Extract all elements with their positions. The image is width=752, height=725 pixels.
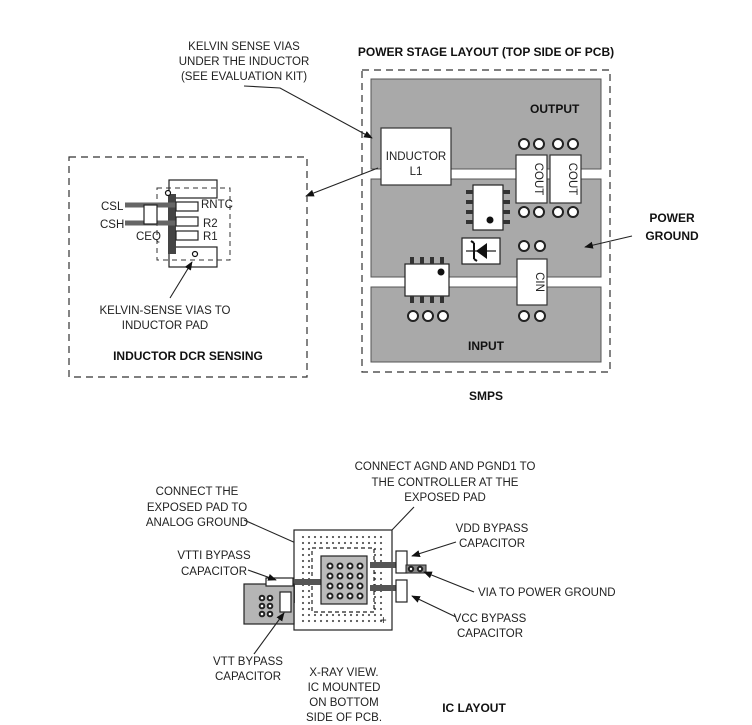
dcr-pointer-arrow	[305, 167, 379, 197]
exposed-pad-note-line-3: ANALOG GROUND	[146, 517, 248, 529]
pin1-marker: +	[380, 615, 387, 627]
vtt-note-line-2: CAPACITOR	[215, 671, 281, 683]
kelvin-note-line-3: (SEE EVALUATION KIT)	[181, 71, 307, 83]
cout-capacitor-1	[515, 154, 548, 204]
input-vias	[407, 240, 546, 322]
agnd-note-line-3: EXPOSED PAD	[404, 492, 486, 504]
smps-outline	[361, 69, 611, 373]
xray-note-line-3: ON BOTTOM	[309, 697, 378, 709]
smps-section: POWER STAGE LAYOUT (TOP SIDE OF PCB) OUT…	[358, 45, 699, 403]
inductor-ref: L1	[410, 166, 423, 178]
input-label: INPUT	[468, 339, 505, 353]
rntc-resistor	[175, 201, 199, 212]
vcc-capacitor	[395, 579, 408, 603]
via-power-ground-arrow	[423, 571, 475, 593]
dcr-vias-line-2: INDUCTOR PAD	[122, 320, 208, 332]
mosfet-low-side	[404, 257, 450, 303]
vcc-arrow	[411, 595, 457, 618]
exposed-pad-note-line-2: EXPOSED PAD TO	[147, 502, 247, 514]
vtt-vias	[258, 594, 274, 618]
ceq-capacitor	[143, 204, 158, 225]
cin-label: CIN	[533, 272, 545, 292]
csh-label: CSH	[100, 219, 124, 231]
exposed-pad-vias	[326, 562, 364, 600]
ceq-label: CEQ	[136, 231, 161, 243]
r2-resistor	[175, 216, 199, 227]
r1-label: R1	[203, 231, 218, 243]
vtt-note-line-1: VTT BYPASS	[213, 656, 283, 668]
output-vias	[518, 138, 579, 218]
inductor-pad-bottom	[168, 246, 218, 268]
rntc-label: RNTC	[201, 199, 233, 211]
output-label: OUTPUT	[530, 102, 580, 116]
dcr-caption: INDUCTOR DCR SENSING	[113, 349, 263, 363]
vtti-note-line-2: CAPACITOR	[181, 566, 247, 578]
xray-note-line-4: SIDE OF PCB.	[306, 712, 382, 724]
vtt-capacitor	[279, 591, 292, 613]
smps-title: POWER STAGE LAYOUT (TOP SIDE OF PCB)	[358, 45, 614, 59]
xray-note-line-1: X-RAY VIEW.	[309, 667, 378, 679]
power-ground-label-2: GROUND	[645, 229, 699, 243]
ic-section: CONNECT AGND AND PGND1 TO THE CONTROLLER…	[146, 461, 616, 724]
kelvin-note-line-1: KELVIN SENSE VIAS	[188, 41, 300, 53]
agnd-note-line-1: CONNECT AGND AND PGND1 TO	[355, 461, 536, 473]
cout-label-1: COUT	[532, 163, 544, 196]
vdd-note-line-2: CAPACITOR	[459, 538, 525, 550]
via-power-ground-note: VIA TO POWER GROUND	[478, 587, 616, 599]
vtti-capacitor	[265, 577, 294, 587]
dcr-vias-line-1: KELVIN-SENSE VIAS TO	[99, 305, 230, 317]
vdd-arrow	[411, 541, 457, 557]
agnd-note-line-2: THE CONTROLLER AT THE	[372, 477, 519, 489]
input-plane	[370, 286, 602, 363]
csl-label: CSL	[101, 201, 124, 213]
schottky-diode	[461, 237, 501, 265]
vtti-note-line-1: VTTI BYPASS	[177, 550, 251, 562]
r1-resistor	[175, 230, 199, 241]
power-ground-via	[407, 565, 415, 573]
ic-caption: IC LAYOUT	[442, 701, 506, 715]
inductor-pad-top	[168, 179, 218, 199]
kelvin-note-line-2: UNDER THE INDUCTOR	[179, 56, 310, 68]
vtti-arrow	[247, 569, 277, 581]
vtt-arrow	[253, 612, 285, 655]
kelvin-arrow	[243, 85, 373, 139]
power-ground-arrow	[584, 235, 633, 249]
dcr-vias-arrow	[169, 261, 193, 299]
dcr-section: CSL CSH CEQ RNTC R2 R1 KELVIN-SENSE VIAS…	[68, 156, 308, 378]
cout-label-2: COUT	[566, 163, 578, 196]
xray-note-line-2: IC MOUNTED	[308, 682, 381, 694]
vcc-note-line-1: VCC BYPASS	[454, 613, 527, 625]
kelvin-note: KELVIN SENSE VIAS UNDER THE INDUCTOR (SE…	[179, 41, 379, 197]
inductor-label: INDUCTOR	[386, 151, 446, 163]
dcr-outline	[68, 156, 308, 378]
vdd-note-line-1: VDD BYPASS	[456, 523, 529, 535]
vcc-note-line-2: CAPACITOR	[457, 628, 523, 640]
r2-label: R2	[203, 218, 218, 230]
vdd-capacitor	[395, 550, 408, 574]
exposed-pad-note-line-1: CONNECT THE	[156, 486, 239, 498]
inductor-l1	[380, 127, 452, 186]
smps-caption: SMPS	[469, 389, 503, 403]
power-ground-label-1: POWER	[649, 211, 695, 225]
cin-capacitor	[516, 258, 548, 306]
mosfet-high-side	[466, 184, 510, 231]
cout-capacitor-2	[549, 154, 582, 204]
